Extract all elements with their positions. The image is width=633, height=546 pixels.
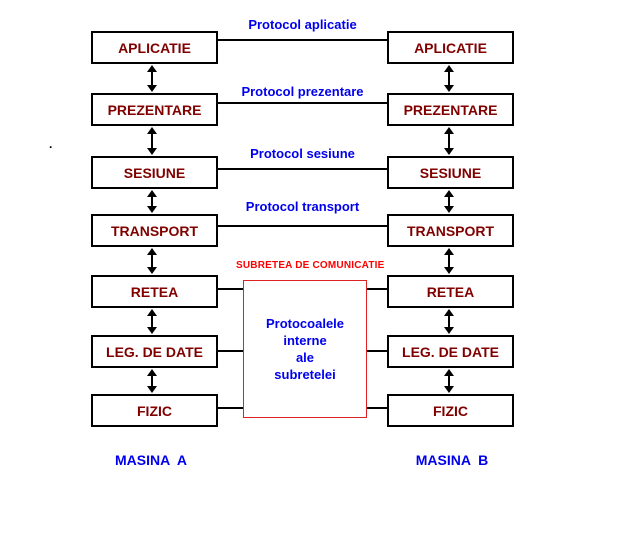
subnet-link-leg-de-date-b — [366, 350, 387, 352]
vertical-double-arrow-icon — [443, 65, 455, 92]
layer-box-prezentare-b: PREZENTARE — [387, 93, 514, 126]
layer-box-transport-b: TRANSPORT — [387, 214, 514, 247]
vertical-double-arrow-icon — [146, 65, 158, 92]
subnet-title: SUBRETEA DE COMUNICATIE — [236, 260, 385, 271]
vertical-double-arrow-icon — [443, 309, 455, 334]
protocol-line-aplicatie — [218, 39, 387, 41]
vertical-double-arrow-icon — [443, 369, 455, 393]
subnet-text-line: interne — [283, 333, 327, 348]
vertical-double-arrow-icon — [443, 190, 455, 213]
protocol-label-transport: Protocol transport — [245, 199, 360, 214]
layer-box-leg-de-date-b: LEG. DE DATE — [387, 335, 514, 368]
layer-box-aplicatie-a: APLICATIE — [91, 31, 218, 64]
layer-box-sesiune-a: SESIUNE — [91, 156, 218, 189]
subnet-text-line: subretelei — [274, 367, 336, 382]
subnet-text-line: ale — [295, 350, 315, 365]
layer-box-retea-a: RETEA — [91, 275, 218, 308]
layer-box-aplicatie-b: APLICATIE — [387, 31, 514, 64]
layer-box-leg-de-date-a: LEG. DE DATE — [91, 335, 218, 368]
vertical-double-arrow-icon — [146, 190, 158, 213]
layer-box-retea-b: RETEA — [387, 275, 514, 308]
vertical-double-arrow-icon — [146, 309, 158, 334]
vertical-double-arrow-icon — [146, 369, 158, 393]
subnet-link-retea-a — [218, 288, 244, 290]
stray-dot: . — [49, 137, 53, 151]
protocol-line-sesiune — [218, 168, 387, 170]
protocol-line-transport — [218, 225, 387, 227]
layer-box-sesiune-b: SESIUNE — [387, 156, 514, 189]
subnet-box: Protocoalele interne ale subretelei — [243, 280, 367, 418]
subnet-link-fizic-b — [366, 407, 387, 409]
machine-a-label: MASINA A — [114, 452, 188, 468]
layer-box-fizic-a: FIZIC — [91, 394, 218, 427]
protocol-label-prezentare: Protocol prezentare — [241, 84, 364, 99]
machine-b-label: MASINA B — [415, 452, 489, 468]
protocol-label-aplicatie: Protocol aplicatie — [248, 17, 357, 32]
protocol-line-prezentare — [218, 102, 387, 104]
subnet-text-line: Protocoalele — [265, 316, 345, 331]
vertical-double-arrow-icon — [146, 127, 158, 155]
vertical-double-arrow-icon — [443, 248, 455, 274]
vertical-double-arrow-icon — [146, 248, 158, 274]
layer-box-prezentare-a: PREZENTARE — [91, 93, 218, 126]
subnet-link-fizic-a — [218, 407, 244, 409]
subnet-link-leg-de-date-a — [218, 350, 244, 352]
vertical-double-arrow-icon — [443, 127, 455, 155]
layer-box-transport-a: TRANSPORT — [91, 214, 218, 247]
subnet-link-retea-b — [366, 288, 387, 290]
layer-box-fizic-b: FIZIC — [387, 394, 514, 427]
protocol-label-sesiune: Protocol sesiune — [250, 146, 355, 161]
